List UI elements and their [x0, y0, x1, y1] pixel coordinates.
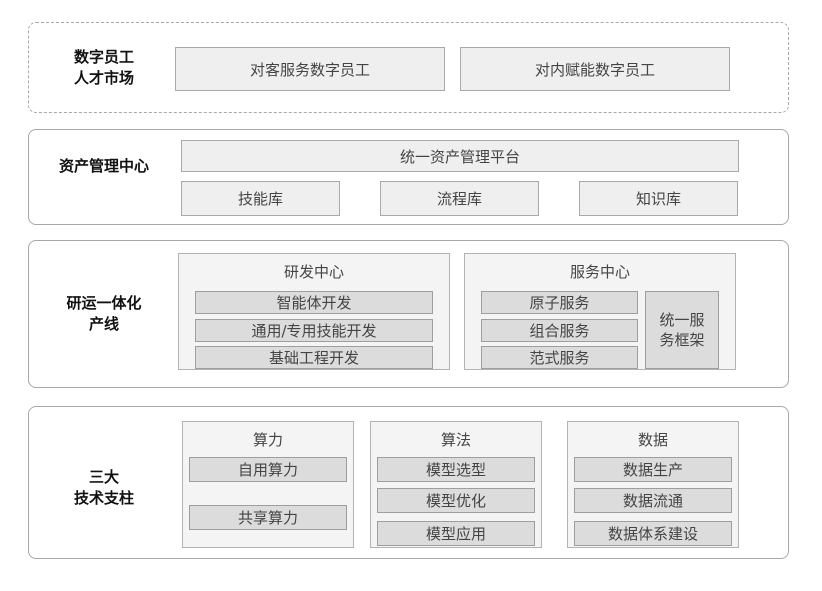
- box-knowledge-library: 知识库: [579, 181, 738, 216]
- item-paradigm-service: 范式服务: [481, 346, 638, 369]
- layer-tech-pillars: 三大 技术支柱 算力 自用算力 共享算力 算法 模型选型 模型优化 模型应用 数…: [28, 406, 789, 559]
- box-unified-asset-platform: 统一资产管理平台: [181, 140, 739, 172]
- item-model-application: 模型应用: [377, 521, 535, 546]
- panel-title-algorithm: 算法: [440, 431, 471, 449]
- panel-compute: 算力 自用算力 共享算力: [182, 421, 354, 548]
- panel-service-center: 服务中心 原子服务 组合服务 范式服务 统一服 务框架: [464, 253, 736, 370]
- item-agent-dev: 智能体开发: [195, 291, 433, 314]
- item-model-optimization: 模型优化: [377, 488, 535, 513]
- layer-devops-line: 研运一体化 产线 研发中心 智能体开发 通用/专用技能开发 基础工程开发 服务中…: [28, 240, 789, 388]
- box-internal-empower-employee: 对内赋能数字员工: [460, 47, 730, 91]
- layer-label-devops-line: 研运一体化 产线: [66, 294, 142, 333]
- panel-title-service-center: 服务中心: [569, 263, 630, 281]
- item-composite-service: 组合服务: [481, 319, 638, 342]
- panel-algorithm: 算法 模型选型 模型优化 模型应用: [370, 421, 542, 548]
- box-process-library: 流程库: [380, 181, 539, 216]
- layer-talent-market: 数字员工 人才市场 对客服务数字员工 对内赋能数字员工: [28, 22, 789, 113]
- item-shared-compute: 共享算力: [189, 505, 347, 530]
- item-model-selection: 模型选型: [377, 457, 535, 482]
- item-skill-dev: 通用/专用技能开发: [195, 319, 433, 342]
- item-unified-service-framework: 统一服 务框架: [645, 291, 719, 369]
- box-customer-service-employee: 对客服务数字员工: [175, 47, 445, 91]
- item-atomic-service: 原子服务: [481, 291, 638, 314]
- layer-asset-center: 资产管理中心 统一资产管理平台 技能库 流程库 知识库: [28, 129, 789, 225]
- panel-title-compute: 算力: [252, 431, 283, 449]
- panel-title-rd-center: 研发中心: [283, 263, 344, 281]
- panel-rd-center: 研发中心 智能体开发 通用/专用技能开发 基础工程开发: [178, 253, 450, 370]
- layer-label-tech-pillars: 三大 技术支柱: [73, 468, 134, 507]
- layer-label-asset-center: 资产管理中心: [58, 157, 149, 175]
- layer-label-talent-market: 数字员工 人才市场: [73, 48, 134, 87]
- panel-title-data: 数据: [637, 431, 668, 449]
- item-data-production: 数据生产: [574, 457, 732, 482]
- item-infra-dev: 基础工程开发: [195, 346, 433, 369]
- item-data-circulation: 数据流通: [574, 488, 732, 513]
- item-data-system-construction: 数据体系建设: [574, 521, 732, 546]
- panel-data: 数据 数据生产 数据流通 数据体系建设: [567, 421, 739, 548]
- box-skill-library: 技能库: [181, 181, 340, 216]
- item-own-compute: 自用算力: [189, 457, 347, 482]
